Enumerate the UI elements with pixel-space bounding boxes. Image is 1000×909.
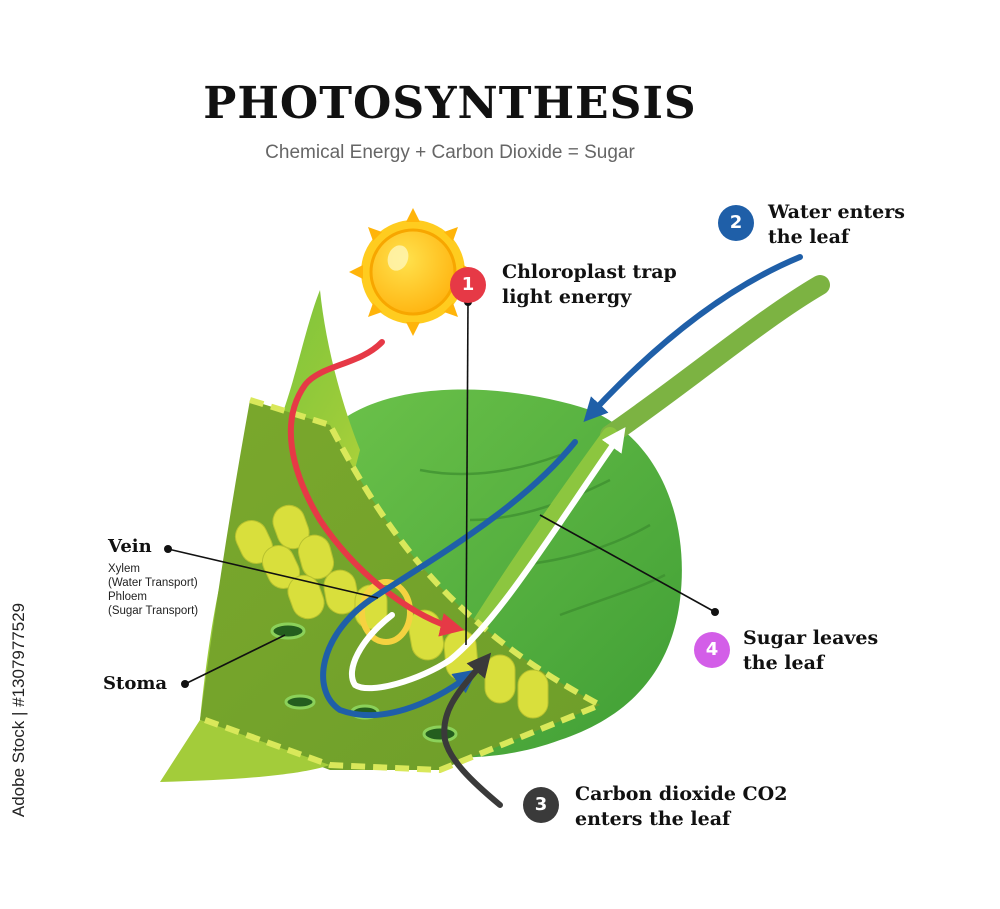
step-3-badge: 3 bbox=[523, 787, 559, 823]
vein-details: Xylem (Water Transport) Phloem (Sugar Tr… bbox=[108, 562, 198, 618]
step-2-line1: Water enters bbox=[768, 201, 905, 223]
co2-arrow bbox=[441, 652, 503, 808]
step-2-label: Water enters the leaf bbox=[768, 200, 905, 250]
sugar-arrow bbox=[348, 427, 626, 692]
step-3-label: Carbon dioxide CO2 enters the leaf bbox=[575, 782, 787, 832]
phloem-note: (Sugar Transport) bbox=[108, 605, 199, 617]
page-subtitle: Chemical Energy + Carbon Dioxide = Sugar bbox=[265, 142, 635, 163]
phloem-label: Phloem bbox=[108, 591, 147, 603]
step-1-badge: 1 bbox=[450, 267, 486, 303]
leaf-stem bbox=[600, 275, 830, 445]
step-3-line2: enters the leaf bbox=[575, 808, 731, 830]
step-1-label: Chloroplast trap light energy bbox=[502, 260, 677, 310]
step-4-badge: 4 bbox=[694, 632, 730, 668]
stock-id-text: Adobe Stock | #1307977529 bbox=[9, 602, 28, 818]
step-2-badge: 2 bbox=[718, 205, 754, 241]
step-4-label: Sugar leaves the leaf bbox=[743, 626, 878, 676]
vein-label: Vein bbox=[108, 536, 152, 557]
stoma-label: Stoma bbox=[103, 673, 168, 694]
water-arrow bbox=[583, 254, 803, 423]
page-title: PHOTOSYNTHESIS bbox=[203, 78, 697, 129]
step-1-line1: Chloroplast trap bbox=[502, 261, 677, 283]
step-4-line1: Sugar leaves bbox=[743, 627, 879, 649]
vein-ring bbox=[359, 579, 413, 645]
light-energy-arrow bbox=[287, 339, 465, 637]
step-1-line2: light energy bbox=[502, 286, 632, 308]
step-2-line2: the leaf bbox=[768, 226, 850, 248]
step-3-line1: Carbon dioxide CO2 bbox=[575, 783, 788, 805]
stoma-openings bbox=[270, 622, 458, 743]
sun-icon bbox=[349, 208, 477, 336]
leader-lines bbox=[167, 301, 716, 685]
xylem-label: Xylem bbox=[108, 563, 140, 575]
stock-id: Adobe Stock | #1307977529 bbox=[4, 520, 34, 900]
xylem-note: (Water Transport) bbox=[108, 577, 198, 589]
step-4-line2: the leaf bbox=[743, 652, 825, 674]
